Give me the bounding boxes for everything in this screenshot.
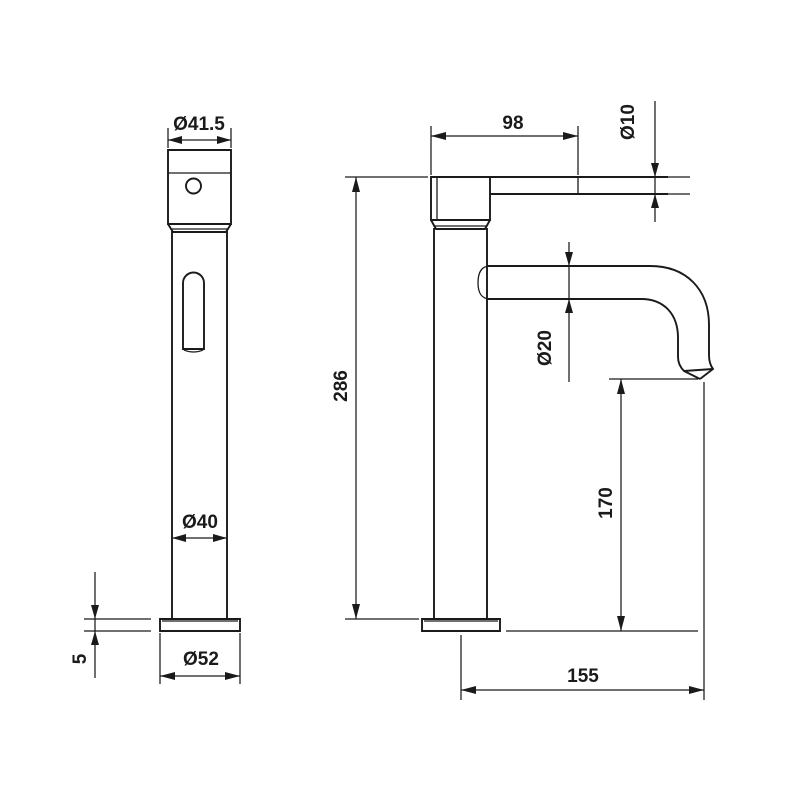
dim-52-arrow-right <box>225 672 240 680</box>
dim-286-label: 286 <box>331 370 352 402</box>
dim-40-arrow-right <box>213 534 227 542</box>
side-spout-outer-profile <box>487 265 715 380</box>
dim-52-label: Ø52 <box>183 649 219 670</box>
side-collar <box>430 219 491 230</box>
side-column-shaft <box>433 228 488 619</box>
dim-40-arrow-left <box>172 534 186 542</box>
side-spout-root-curve <box>477 265 491 300</box>
front-view-geometry <box>159 149 241 632</box>
dim-20-arrow-top <box>565 252 573 266</box>
dim-155-arrow-left <box>461 686 476 694</box>
dim-155-arrow-right <box>689 686 704 694</box>
dim-5-arrow-top <box>91 605 99 619</box>
front-column-shaft <box>171 231 228 619</box>
dim-52-arrow-left <box>160 672 175 680</box>
front-handle-body <box>167 149 232 225</box>
dim-20-label: Ø20 <box>535 330 556 366</box>
dim-20-arrow-bottom <box>565 299 573 313</box>
dim-40-label: Ø40 <box>182 512 218 533</box>
side-spout-outlet-face <box>683 368 714 372</box>
dim-170-arrow-bottom <box>617 616 625 631</box>
front-base-plate <box>159 618 241 632</box>
side-view-geometry <box>421 176 715 632</box>
dim-98-arrow-right <box>563 132 578 140</box>
side-base-plate <box>421 618 501 632</box>
dim-10-label: Ø10 <box>618 104 639 140</box>
dim-170-arrow-top <box>617 379 625 394</box>
dim-5-label: 5 <box>70 653 91 664</box>
dim-415-arrow-left <box>168 136 182 144</box>
dim-286-arrow-top <box>352 177 360 192</box>
front-view-dimensions: Ø41.5 Ø40 Ø52 5 <box>70 114 241 684</box>
side-lever-arm <box>490 176 668 195</box>
front-spout-slot-bottom-arc <box>182 347 205 353</box>
front-indicator-hole <box>185 177 202 195</box>
dim-10-arrow-bottom <box>651 194 659 208</box>
dim-170-label: 170 <box>596 487 617 519</box>
dim-98-arrow-left <box>431 132 446 140</box>
dim-5-arrow-bottom <box>91 631 99 645</box>
dim-98-label: 98 <box>502 113 523 134</box>
side-spout-inner-profile <box>487 298 701 380</box>
dim-415-arrow-right <box>217 136 231 144</box>
dim-155-label: 155 <box>567 666 599 687</box>
dim-10-arrow-top <box>651 163 659 177</box>
front-spout-slot <box>182 271 205 350</box>
dim-415-label: Ø41.5 <box>173 114 225 135</box>
side-view-dimensions: 98 Ø10 Ø20 286 170 <box>331 101 705 700</box>
side-handle-body <box>430 176 491 221</box>
front-collar <box>167 223 232 233</box>
dim-286-arrow-bottom <box>352 604 360 619</box>
